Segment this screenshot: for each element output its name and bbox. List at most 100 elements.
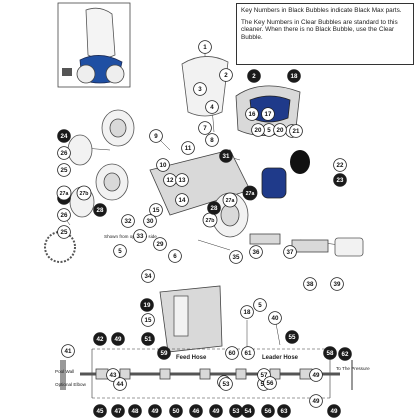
part-number-label: 39: [334, 281, 341, 288]
hose-segment: [291, 239, 329, 253]
cleaner-thumbnail: [57, 2, 131, 88]
part-number-label: 22: [337, 162, 344, 169]
part-number-label: 23: [337, 177, 344, 184]
part-number-label: 19: [144, 302, 151, 309]
part-bubble-42: 42: [93, 332, 107, 346]
part-bubble-27b: 27b: [202, 212, 218, 228]
part-number-label: 28: [97, 207, 104, 214]
part-number-label: 49: [115, 336, 122, 343]
part-number-label: 44: [117, 381, 124, 388]
part-number-label: 30: [147, 218, 154, 225]
part-bubble-61: 61: [241, 346, 255, 360]
part-bubble-49: 49: [111, 332, 125, 346]
part-number-label: 26: [61, 150, 68, 157]
part-number-label: 33: [137, 233, 144, 240]
part-number-label: 17: [265, 111, 272, 118]
part-number-label: 25: [61, 229, 68, 236]
lower-body-tube: [173, 295, 189, 337]
part-bubble-27a: 27a: [242, 185, 258, 201]
black-cap: [290, 150, 310, 174]
part-bubble-56: 56: [263, 376, 277, 390]
part-bubble-40: 40: [268, 311, 282, 325]
part-number-label: 5: [118, 248, 122, 255]
part-bubble-53: 53: [219, 377, 233, 391]
part-number-label: 29: [157, 241, 164, 248]
part-number-label: 26: [61, 212, 68, 219]
part-bubble-46: 46: [189, 404, 203, 418]
part-bubble-54: 54: [241, 404, 255, 418]
part-number-label: 28: [211, 205, 218, 212]
part-number-label: 51: [145, 336, 152, 343]
part-bubble-30: 30: [143, 214, 157, 228]
part-number-label: 63: [281, 408, 288, 415]
part-bubble-58: 58: [323, 346, 337, 360]
part-bubble-12: 12: [163, 173, 177, 187]
part-bubble-23: 23: [333, 173, 347, 187]
part-bubble-13: 13: [175, 173, 189, 187]
part-number-label: 27b: [80, 191, 89, 197]
part-bubble-49: 49: [148, 404, 162, 418]
note-black-bubbles: Key Numbers in Black Bubbles indicate Bl…: [241, 7, 402, 14]
part-number-label: 34: [145, 273, 152, 280]
part-number-label: 25: [61, 167, 68, 174]
part-number-label: 50: [173, 408, 180, 415]
part-bubble-39: 39: [330, 277, 344, 291]
part-bubble-26: 26: [57, 146, 71, 160]
part-number-label: 1: [203, 44, 207, 51]
part-bubble-2: 2: [219, 68, 233, 82]
part-bubble-21: 21: [289, 124, 303, 138]
part-number-label: 13: [179, 177, 186, 184]
part-bubble-47: 47: [111, 404, 125, 418]
wheel-left-bottom: [95, 163, 129, 201]
part-bubble-48: 48: [128, 404, 142, 418]
part-bubble-51: 51: [141, 332, 155, 346]
part-number-label: 11: [185, 145, 192, 152]
part-bubble-24: 24: [57, 129, 71, 143]
part-number-label: 45: [97, 408, 104, 415]
part-number-label: 37: [287, 249, 294, 256]
part-number-label: 20: [255, 127, 262, 134]
part-bubble-43: 43: [106, 368, 120, 382]
part-bubble-4: 4: [205, 100, 219, 114]
part-bubble-41: 41: [61, 344, 75, 358]
wheel-left-top: [101, 109, 135, 147]
part-number-label: 16: [249, 111, 256, 118]
part-number-label: 15: [153, 207, 160, 214]
part-bubble-28: 28: [207, 201, 221, 215]
part-bubble-2: 2: [247, 69, 261, 83]
part-bubble-36: 36: [249, 245, 263, 259]
part-number-label: 2: [224, 72, 228, 79]
back-up-valve: [261, 167, 287, 199]
part-number-label: 4: [210, 104, 214, 111]
part-number-label: 38: [307, 281, 314, 288]
part-number-label: 49: [152, 408, 159, 415]
part-bubble-60: 60: [225, 346, 239, 360]
part-number-label: 47: [115, 408, 122, 415]
part-number-label: 40: [272, 315, 279, 322]
part-bubble-1: 1: [198, 40, 212, 54]
filter-screen: [334, 237, 364, 257]
pool-wall: [60, 360, 66, 390]
part-number-label: 62: [342, 351, 349, 358]
part-bubble-8: 8: [205, 133, 219, 147]
part-bubble-9: 9: [149, 129, 163, 143]
part-number-label: 59: [161, 350, 168, 357]
part-bubble-15: 15: [149, 203, 163, 217]
part-number-label: 27a: [226, 198, 235, 204]
part-bubble-49: 49: [309, 368, 323, 382]
part-bubble-20: 20: [251, 123, 265, 137]
part-bubble-18: 18: [287, 69, 301, 83]
part-number-label: 3: [198, 86, 202, 93]
optional-elbow-label: Optional Elbow: [55, 382, 87, 387]
part-number-label: 43: [110, 372, 117, 379]
part-bubble-5: 5: [113, 244, 127, 258]
part-number-label: 18: [291, 73, 298, 80]
part-number-label: 56: [265, 408, 272, 415]
part-bubble-25: 25: [57, 163, 71, 177]
part-bubble-49: 49: [209, 404, 223, 418]
part-number-label: 46: [193, 408, 200, 415]
part-number-label: 5: [267, 127, 271, 134]
part-bubble-27a: 27a: [222, 192, 238, 208]
part-bubble-5: 5: [253, 298, 267, 312]
